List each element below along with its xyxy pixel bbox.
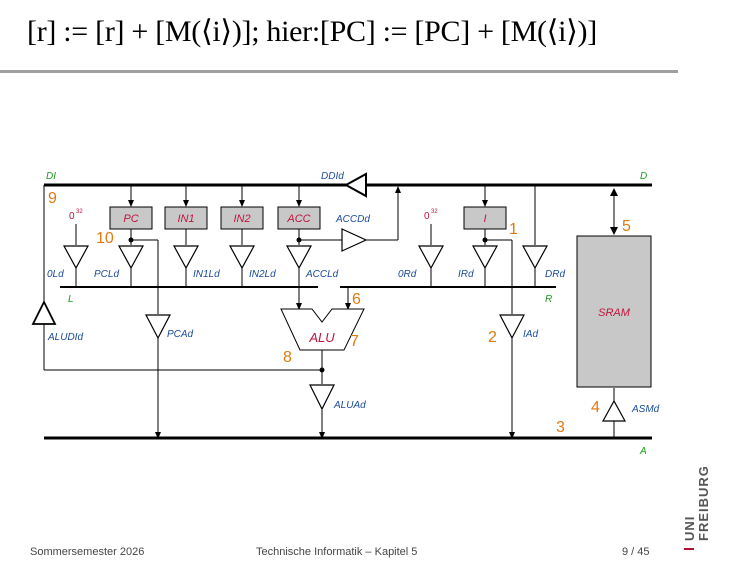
bus-di-label: DI [46,171,56,182]
driver-asmd [601,399,627,422]
driver-in1ld [172,245,200,270]
step-3: 3 [556,419,565,436]
const-zero-left: 0 [69,211,75,222]
sram-label: SRAM [598,307,631,319]
step-10: 10 [96,230,114,247]
driver-iad-label: IAd [523,329,538,340]
driver-0ld-label: 0Ld [47,269,64,280]
driver-pcld [117,245,145,270]
alu-label: ALU [308,330,335,345]
driver-0rd [417,245,445,270]
footer-course: Technische Informatik – Kapitel 5 [256,546,418,558]
driver-aluad-label: ALUAd [333,400,366,411]
step-9: 9 [48,190,57,207]
driver-in2ld-label: IN2Ld [249,269,276,280]
driver-accdd-label: ACCDd [335,214,370,225]
step-6: 6 [352,291,361,308]
bus-d-label: D [640,171,647,182]
const-zero-right: 0 [424,211,430,222]
bus-r-label: R [545,294,552,305]
driver-0rd-label: 0Rd [398,269,417,280]
step-8: 8 [283,349,292,366]
register-in1-label: IN1 [177,213,194,225]
step-4: 4 [591,399,600,416]
logo-accent [684,548,694,550]
register-acc-label: ACC [286,213,310,225]
driver-aludid [31,299,57,325]
register-pc [109,206,153,230]
register-i [463,206,507,230]
driver-aluad [309,384,335,411]
driver-accdd [341,228,368,252]
footer-page-number: 9 / 45 [622,546,650,558]
title-divider [0,70,678,73]
university-logo: UNI FREIBURG [680,465,720,555]
register-in2-label: IN2 [233,213,250,225]
driver-ddid [343,172,367,198]
step-7: 7 [350,333,359,350]
driver-in2ld [228,245,256,270]
logo-line-2: FREIBURG [696,465,711,541]
alu-block [280,308,365,351]
driver-0ld [62,245,90,270]
footer-semester: Sommersemester 2026 [30,546,145,558]
driver-aludid-label: ALUDId [47,332,83,343]
slide-title: [r] := [r] + [M(⟨i⟩)]; hier:[PC] := [PC]… [27,15,597,48]
driver-drd-label: DRd [545,269,565,280]
register-in2 [220,206,264,230]
const-zero-left-exp: 32 [76,209,83,215]
bus-a-label: A [639,446,647,457]
driver-pcld-label: PCLd [94,269,119,280]
register-acc [277,206,321,230]
register-pc-label: PC [123,213,138,225]
driver-pcad-label: PCAd [167,329,194,340]
step-2: 2 [488,329,497,346]
driver-ird [471,245,499,270]
sram-block [576,235,652,388]
const-zero-right-exp: 32 [431,209,438,215]
driver-pcad [145,314,171,340]
driver-accld [285,245,313,270]
step-1: 1 [509,221,518,238]
register-i-label: I [483,213,486,225]
driver-ird-label: IRd [458,269,474,280]
logo-line-1: UNI [682,515,697,541]
driver-accld-label: ACCLd [305,269,339,280]
driver-ddid-label: DDId [321,171,344,182]
step-5: 5 [622,218,631,235]
driver-drd [521,245,549,270]
driver-asmd-label: ASMd [631,404,660,415]
driver-in1ld-label: IN1Ld [193,269,220,280]
driver-iad [499,314,525,340]
register-in1 [164,206,208,230]
bus-l-label: L [68,294,74,305]
